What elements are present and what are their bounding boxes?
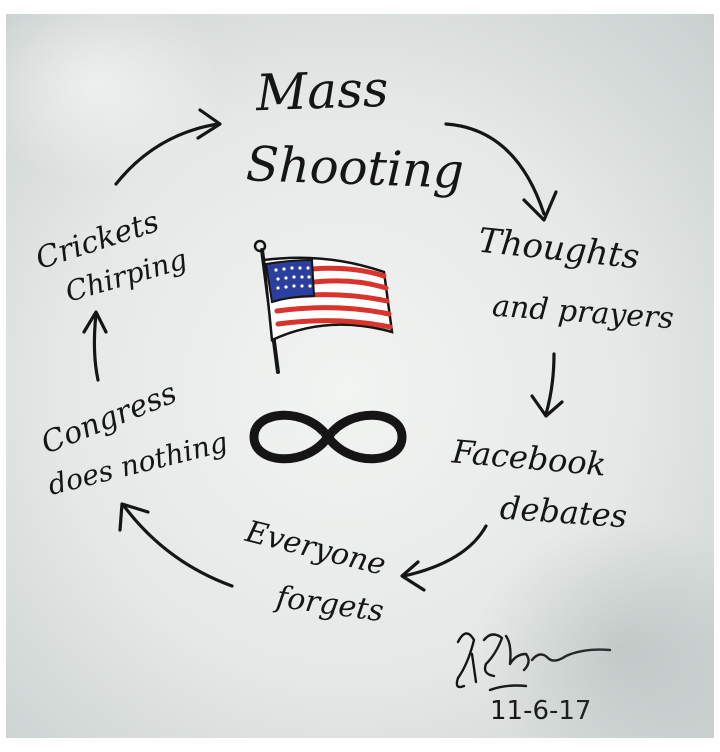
arrow-to-facebook	[544, 352, 556, 416]
node-facebook-line2: debates	[498, 488, 629, 536]
node-mass-shooting-line1: Mass	[255, 59, 390, 123]
cycle-arrows	[82, 108, 612, 692]
arrowhead-to-crickets	[82, 310, 108, 334]
arrow-to-thoughts	[444, 122, 546, 216]
arrowhead-to-thoughts	[522, 190, 558, 222]
arrowhead-to-everyone-forgets	[400, 560, 426, 592]
arrow-to-everyone-forgets	[402, 524, 488, 578]
signature-mark	[455, 632, 612, 692]
arrowhead-to-facebook	[530, 394, 564, 418]
whiteboard: Mass Shooting Thoughts and prayers Faceb…	[6, 14, 714, 738]
arrow-to-crickets	[92, 312, 100, 382]
american-flag-icon	[253, 239, 394, 374]
arrowhead-to-congress	[118, 502, 150, 532]
date-label: 11-6-17	[490, 696, 592, 726]
arrow-to-congress	[122, 504, 234, 588]
node-mass-shooting-line2: Shooting	[245, 136, 465, 200]
infinity-icon	[249, 410, 407, 464]
arrowhead-to-mass-shooting	[196, 108, 222, 140]
arrow-to-mass-shooting	[114, 122, 220, 186]
